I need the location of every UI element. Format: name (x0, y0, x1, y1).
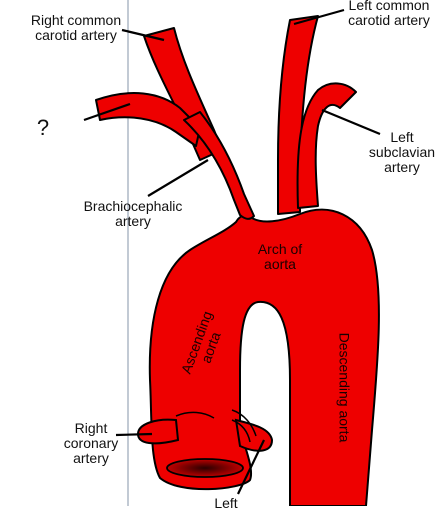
pointer-right-common-carotid (121, 28, 165, 42)
label-left-subclavian: Left subclavian artery (368, 129, 436, 175)
pointer-left-subclavian (321, 108, 381, 136)
pointer-left-coronary (237, 439, 265, 495)
label-descending-aorta: Descending aorta (336, 332, 353, 443)
right-coronary-vessel (136, 418, 180, 445)
label-brachiocephalic: Brachiocephalic artery (83, 198, 183, 229)
cusp-line (231, 409, 257, 437)
left-subclavian-vessel (296, 82, 357, 209)
pointer-brachiocephalic (147, 159, 209, 197)
label-left-common-carotid: Left common carotid artery (348, 0, 430, 28)
cusp-line (231, 419, 251, 443)
pointer-left-common-carotid (293, 8, 345, 26)
cusp-line (175, 411, 215, 419)
label-right-coronary: Right coronary artery (63, 420, 119, 466)
brachiocephalic-vessel (183, 111, 255, 220)
unknown-label-mark: ? (32, 116, 54, 140)
aorta-body (148, 208, 380, 507)
label-left-coronary: Left (214, 495, 238, 511)
label-arch-of-aorta: Arch of aorta (257, 241, 303, 272)
label-right-common-carotid: Right common carotid artery (30, 12, 122, 43)
pointer-right-subclavian (83, 102, 131, 122)
pointer-right-coronary (115, 432, 153, 437)
aortic-lumen (166, 458, 244, 478)
left-coronary-vessel (234, 418, 274, 452)
